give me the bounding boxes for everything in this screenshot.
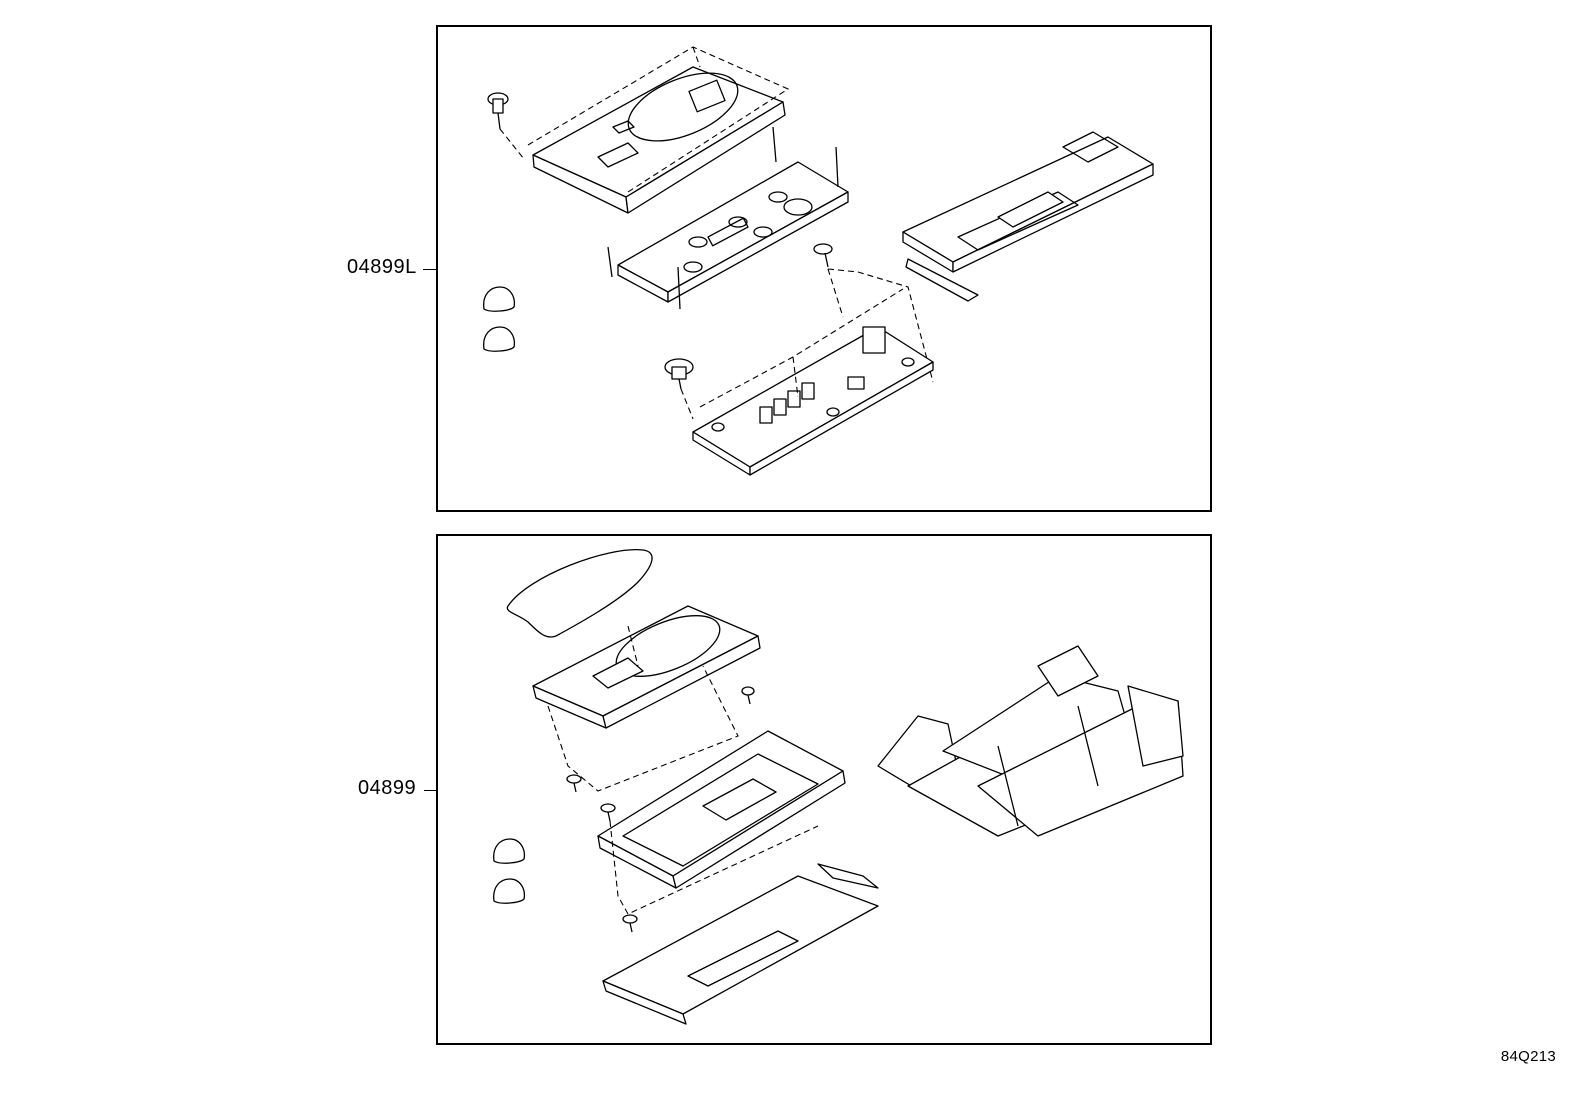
parts-panel-04899: [436, 534, 1212, 1045]
diagram-code: 84Q213: [1500, 1048, 1556, 1065]
leader-line: [424, 790, 437, 791]
leader-line: [423, 269, 437, 270]
clip-part: [664, 358, 694, 390]
cap-part: [483, 326, 516, 352]
circuit-board-part: [692, 326, 934, 476]
exploded-view-upper-assembly: [483, 46, 1154, 476]
lower-shell-part: [602, 863, 879, 1025]
part-number-label: 04899L: [347, 256, 417, 278]
screw-part: [813, 243, 833, 268]
parts-panel-04899L: [436, 25, 1212, 512]
screw-part: [600, 803, 616, 822]
screw-part: [487, 92, 509, 130]
display-module-part: [902, 131, 1154, 302]
exploded-view-lower-assembly: [493, 549, 1184, 1025]
screw-part: [622, 914, 638, 933]
gasket-part: [506, 549, 653, 638]
screw-part: [741, 686, 755, 705]
cap-part: [483, 286, 516, 312]
packing-insert-part: [877, 645, 1184, 837]
mounting-frame-part: [607, 126, 849, 310]
cap-part: [493, 878, 526, 904]
screw-part: [566, 774, 582, 793]
upper-cover-part: [532, 66, 786, 214]
upper-tray-part: [532, 605, 761, 729]
cap-part: [493, 838, 526, 864]
middle-pan-part: [597, 730, 846, 889]
part-number-label: 04899: [358, 777, 417, 799]
